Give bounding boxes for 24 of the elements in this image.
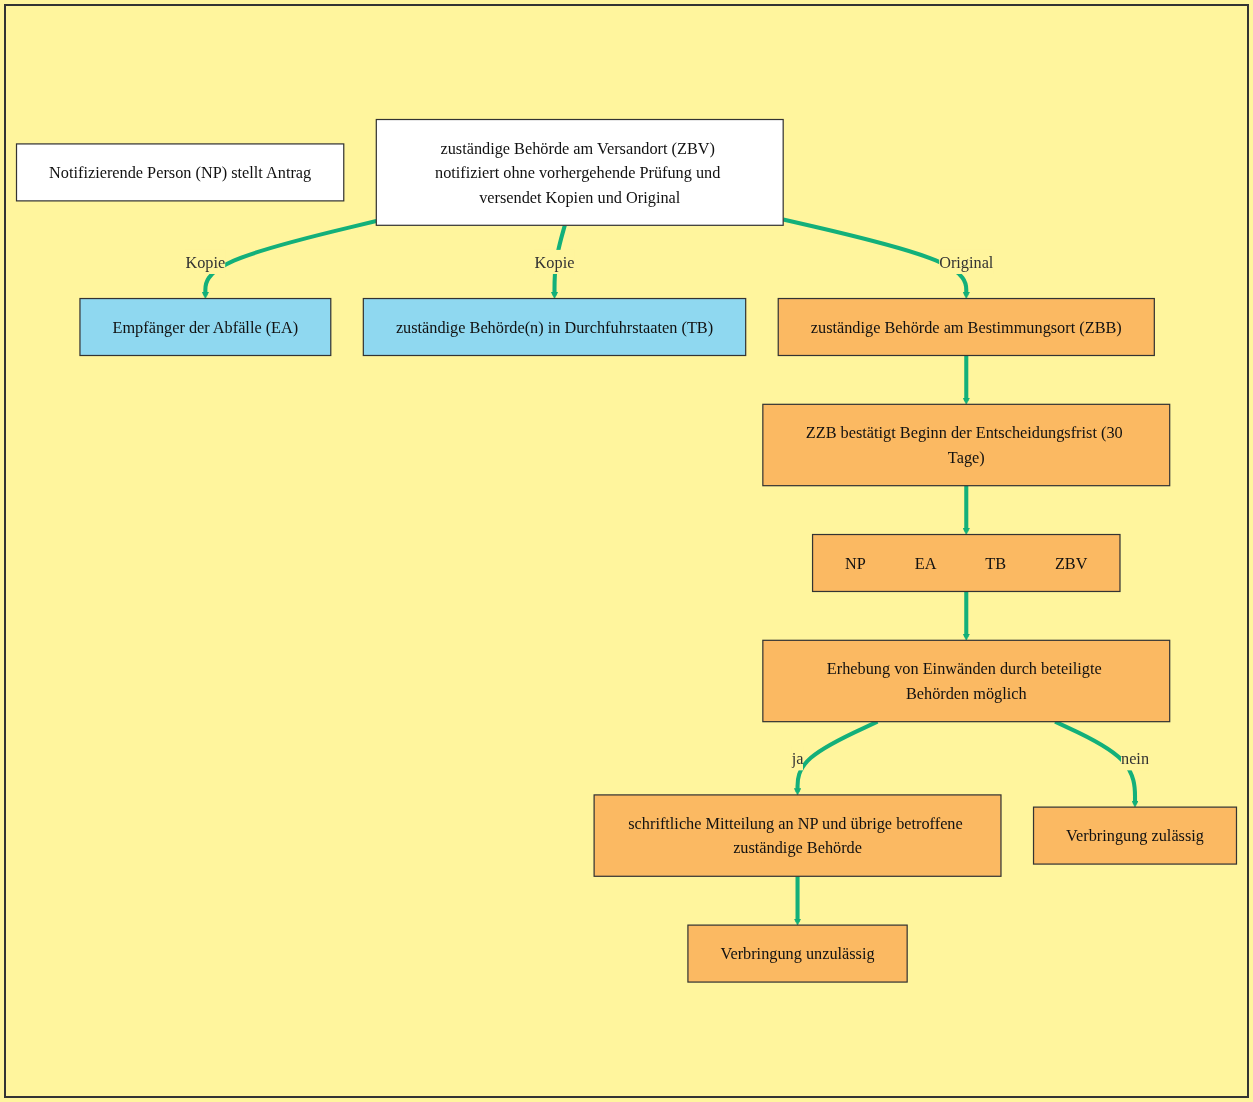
arrow [201,219,377,300]
edge-label: Original [939,253,994,272]
node-box: NP EA TB ZBV [811,534,1121,593]
edge-label: ja [791,749,804,768]
arrow [793,876,802,926]
arrow [962,485,970,536]
node-box: Empfänger der Abfälle (EA) [79,298,332,357]
arrow [1054,720,1139,808]
edge-label: nein [1121,749,1150,768]
node-box: zuständige Behörde am Versandort (ZBV) notifiziert ohne vorhergehende Prüfung und versendet Kopien und Original [375,119,784,227]
arrow [962,591,970,641]
node-box: schriftliche Mitteilung an NP und übrige betroffene zuständige Behörde [593,794,1002,878]
node-box: Verbringung unzulässig [687,924,908,983]
node-box: ZZB bestätigt Beginn der Entscheidungsfrist (30 Tage) [762,403,1171,487]
node-box: Notifizierende Person (NP) stellt Antrag [15,143,345,202]
arrow [962,355,970,405]
node-box: zuständige Behörde(n) in Durchfuhrstaaten (TB) [362,298,747,357]
edge-label: Kopie [534,253,575,272]
node-box: Verbringung zulässig [1032,806,1238,865]
node-box: Erhebung von Einwänden durch beteiligte Behörden möglich [762,639,1171,723]
arrow [793,720,879,796]
edge-label: Kopie [185,253,226,272]
node-box: zuständige Behörde am Bestimmungsort (ZBB) [777,298,1155,357]
arrow [782,217,970,300]
